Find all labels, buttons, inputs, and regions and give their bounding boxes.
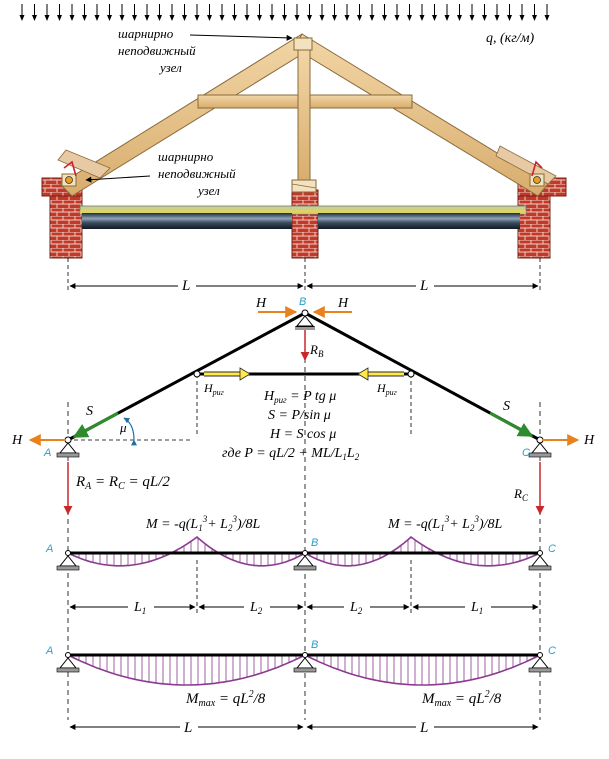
support-a-2 xyxy=(56,657,80,673)
label-C-frame: C xyxy=(522,447,530,459)
roof-drawing xyxy=(41,33,567,259)
support-b-2 xyxy=(293,657,317,673)
distributed-load-arrows xyxy=(19,4,550,21)
span-left-d2: L xyxy=(183,720,192,736)
label-B-d1: B xyxy=(311,537,318,549)
dim-L1-right: L1 xyxy=(470,600,483,616)
formula-p: где P = qL/2 + ML/L1L2 xyxy=(222,446,360,462)
formula-hrig: Hриг = P tg μ xyxy=(263,389,336,405)
label-S-right: S xyxy=(503,399,510,414)
label-RB: RB xyxy=(309,342,324,359)
svg-text:неподвижный: неподвижный xyxy=(118,43,196,58)
label-A-d2: A xyxy=(45,645,53,657)
moment-diagram-1 xyxy=(56,535,552,616)
mmax-right: Mmax = qL2/8 xyxy=(421,689,502,709)
label-mu: μ xyxy=(119,420,127,435)
label-C-d2: C xyxy=(548,645,556,657)
label-H-right: H xyxy=(583,433,595,448)
node-annotation-top: шарнирно неподвижный узел xyxy=(118,26,293,75)
label-A-d1: A xyxy=(45,543,53,555)
moment-diagram-2 xyxy=(56,652,552,736)
support-b-1 xyxy=(293,555,317,571)
label-hrig-left: Hриг xyxy=(203,381,224,397)
label-H-top-right: H xyxy=(337,296,349,311)
formula-ra-rc: RA = RC = qL/2 xyxy=(75,474,170,492)
node-annotation-side: шарнирно неподвижный узел xyxy=(85,149,236,198)
svg-text:шарнирно: шарнирно xyxy=(118,26,174,41)
mmax-left: Mmax = qL2/8 xyxy=(185,689,266,709)
svg-text:узел: узел xyxy=(196,183,220,198)
span-left-label: L xyxy=(181,278,190,294)
svg-text:шарнирно: шарнирно xyxy=(158,149,214,164)
moment-formula-right: M = -q(L13+ L23)/8L xyxy=(387,514,503,533)
formula-s: S = P/sin μ xyxy=(268,408,331,423)
label-B-d2: B xyxy=(311,639,318,651)
span-right-d2: L xyxy=(419,720,428,736)
moment-formula-left: M = -q(L13+ L23)/8L xyxy=(145,514,261,533)
label-RC: RC xyxy=(513,486,529,503)
span-dimensions-top: L L xyxy=(67,258,541,294)
dim-L1-left: L1 xyxy=(133,600,146,616)
label-H-top-left: H xyxy=(255,296,267,311)
formula-h: H = S cos μ xyxy=(269,427,336,442)
support-c-2 xyxy=(528,657,552,673)
label-S-left: S xyxy=(86,404,93,419)
label-H-left: H xyxy=(11,433,23,448)
moment-hatch-2 xyxy=(71,655,535,685)
frame-scheme xyxy=(28,306,580,720)
load-label: q, (кг/м) xyxy=(486,31,534,46)
label-C-d1: C xyxy=(548,543,556,555)
dim-L2-right: L2 xyxy=(349,600,363,616)
support-a-1 xyxy=(56,555,80,571)
span-right-label: L xyxy=(419,278,428,294)
svg-text:узел: узел xyxy=(158,60,182,75)
support-c-1 xyxy=(528,555,552,571)
svg-text:неподвижный: неподвижный xyxy=(158,166,236,181)
formula-block: Hриг = P tg μ S = P/sin μ H = S cos μ гд… xyxy=(222,389,360,462)
label-B-frame: B xyxy=(299,296,306,308)
dim-L2-left: L2 xyxy=(249,600,263,616)
label-hrig-right: Hриг xyxy=(376,381,397,397)
label-A-frame: A xyxy=(43,447,51,459)
